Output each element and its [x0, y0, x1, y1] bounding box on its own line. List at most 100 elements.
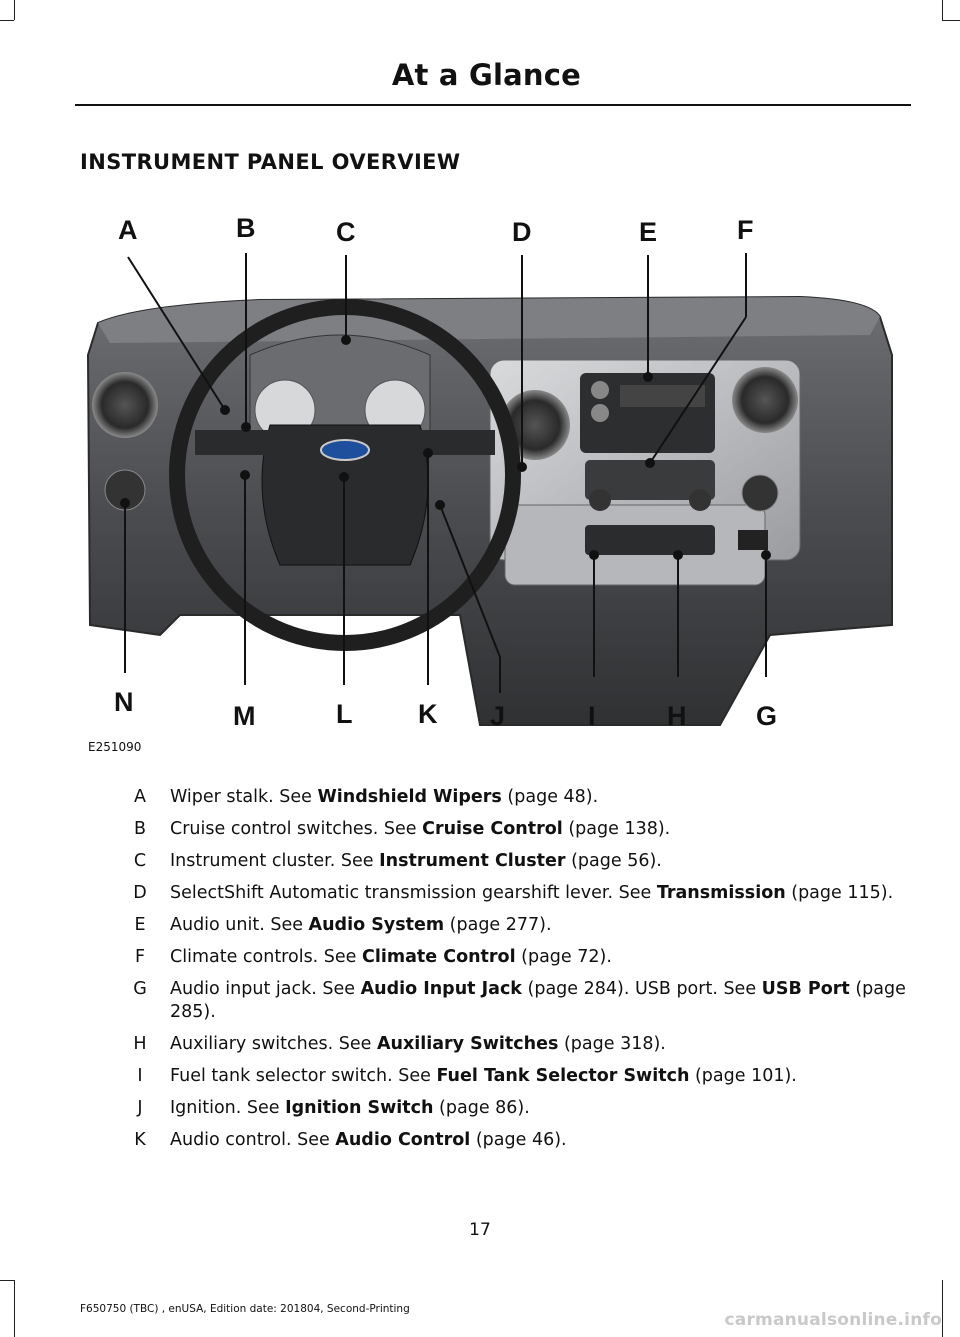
legend-item-e: E Audio unit. See Audio System (page 277)…	[110, 914, 910, 937]
legend-reference-link[interactable]: Audio System	[308, 915, 445, 935]
legend-item-a: A Wiper stalk. See Windshield Wipers (pag…	[110, 786, 910, 809]
legend-item-c: C Instrument cluster. See Instrument Clus…	[110, 850, 910, 873]
legend-text-part: (page 115).	[785, 883, 894, 903]
callout-n: N	[114, 687, 134, 717]
callout-c: C	[336, 217, 356, 247]
legend-text-part: (page 284). USB port. See	[521, 979, 762, 999]
page-number: 17	[469, 1220, 491, 1240]
legend-item-i: I Fuel tank selector switch. See Fuel Tan…	[110, 1065, 910, 1088]
legend-text-part: (page 285).	[170, 979, 906, 1022]
callout-d: D	[512, 217, 532, 247]
legend-item-k: K Audio control. See Audio Control (page …	[110, 1129, 910, 1152]
legend-reference-link[interactable]: Ignition Switch	[285, 1098, 434, 1118]
legend-text: SelectShift Automatic transmission gears…	[170, 882, 910, 905]
legend-key: K	[134, 1130, 146, 1150]
audio-knob-2	[591, 404, 609, 422]
legend-text-part: (page 48).	[501, 787, 599, 807]
legend-text: Climate controls. See Climate Control (p…	[170, 946, 910, 969]
crop-mark-top-right-v	[942, 0, 943, 20]
legend-reference-link[interactable]: Auxiliary Switches	[376, 1034, 559, 1054]
legend-reference-link[interactable]: Windshield Wipers	[317, 787, 502, 807]
legend-text-part: (page 101).	[689, 1066, 797, 1086]
crop-mark-bottom-right-v	[942, 1280, 943, 1337]
legend-reference-link[interactable]: Instrument Cluster	[379, 851, 566, 871]
legend-text-part: (page 277).	[444, 915, 552, 935]
callout-i: I	[588, 701, 596, 731]
crop-mark-top-right-h	[942, 20, 960, 21]
climate-knob-left	[589, 489, 611, 511]
legend-key: A	[134, 787, 146, 807]
legend-text-part: Auxiliary switches. See	[170, 1034, 377, 1054]
legend-reference-link[interactable]: USB Port	[761, 979, 850, 999]
callout-m: M	[233, 701, 256, 731]
switch-bank	[585, 525, 715, 555]
ford-logo	[320, 439, 370, 461]
legend-text: Audio input jack. See Audio Input Jack (…	[170, 978, 910, 1024]
legend-text: Wiper stalk. See Windshield Wipers (page…	[170, 786, 910, 809]
legend-key: E	[134, 915, 146, 935]
section-title: INSTRUMENT PANEL OVERVIEW	[80, 150, 461, 174]
audio-display	[620, 385, 705, 407]
legend-key: H	[133, 1034, 147, 1054]
legend-reference-link[interactable]: Audio Control	[335, 1130, 471, 1150]
legend-text-part: Climate controls. See	[170, 947, 363, 967]
legend-text-part: (page 86).	[433, 1098, 530, 1118]
legend-reference-link[interactable]: Cruise Control	[422, 819, 563, 839]
legend-text-part: Ignition. See	[170, 1098, 286, 1118]
usb-area	[738, 530, 768, 550]
legend-key: I	[137, 1066, 143, 1086]
legend-text-part: (page 72).	[515, 947, 612, 967]
header-rule	[75, 104, 911, 106]
legend-reference-link[interactable]: Transmission	[656, 883, 786, 903]
instrument-panel-illustration: A B C D E F G H I J K L M N	[86, 213, 893, 731]
legend-reference-link[interactable]: Fuel Tank Selector Switch	[436, 1066, 690, 1086]
legend-item-h: H Auxiliary switches. See Auxiliary Switc…	[110, 1033, 910, 1056]
legend-reference-link[interactable]: Climate Control	[362, 947, 516, 967]
legend-text: Ignition. See Ignition Switch (page 86).	[170, 1097, 910, 1120]
legend-item-g: G Audio input jack. See Audio Input Jack …	[110, 978, 910, 1024]
instrument-panel-figure: A B C D E F G H I J K L M N	[80, 205, 920, 740]
legend-text-part: SelectShift Automatic transmission gears…	[170, 883, 657, 903]
legend-text-part: Cruise control switches. See	[170, 819, 423, 839]
callout-j: J	[490, 701, 505, 731]
legend-reference-link[interactable]: Audio Input Jack	[360, 979, 522, 999]
crop-mark-top-left-v	[14, 0, 15, 20]
callout-dots	[120, 335, 771, 560]
left-vent	[92, 372, 158, 438]
crop-mark-top-left-h	[0, 20, 14, 21]
legend-key: J	[137, 1098, 143, 1118]
edition-info: F650750 (TBC) , enUSA, Edition date: 201…	[80, 1303, 410, 1315]
callout-f: F	[737, 215, 754, 245]
right-vent	[732, 367, 798, 433]
legend-text-part: Instrument cluster. See	[170, 851, 380, 871]
climate-panel	[585, 460, 715, 500]
crop-mark-bottom-left-v	[14, 1280, 15, 1337]
legend-key: B	[133, 819, 146, 839]
legend-text: Audio unit. See Audio System (page 277).	[170, 914, 910, 937]
climate-knob-right	[689, 489, 711, 511]
legend-key: D	[133, 883, 147, 903]
legend-text-part: Fuel tank selector switch. See	[170, 1066, 437, 1086]
right-knob	[741, 474, 779, 512]
callout-e: E	[639, 217, 657, 247]
legend-text: Fuel tank selector switch. See Fuel Tank…	[170, 1065, 910, 1088]
legend-text-part: (page 318).	[558, 1034, 666, 1054]
watermark: carmanualsonline.info	[724, 1310, 942, 1330]
legend-text-part: Audio input jack. See	[170, 979, 361, 999]
legend-item-b: B Cruise control switches. See Cruise Con…	[110, 818, 910, 841]
callout-a: A	[118, 215, 138, 245]
legend-text-part: Wiper stalk. See	[170, 787, 318, 807]
legend-text: Audio control. See Audio Control (page 4…	[170, 1129, 910, 1152]
callout-k: K	[418, 699, 438, 729]
legend-key: C	[133, 851, 147, 871]
legend-key: G	[133, 979, 147, 999]
steering-spoke-left	[195, 430, 275, 455]
page-header-title: At a Glance	[391, 58, 581, 92]
crop-mark-bottom-left-h	[0, 1280, 14, 1281]
dashboard-top	[98, 297, 880, 343]
legend-text: Cruise control switches. See Cruise Cont…	[170, 818, 910, 841]
legend-text-part: (page 138).	[562, 819, 671, 839]
legend-text-part: (page 56).	[565, 851, 662, 871]
callout-g: G	[756, 701, 777, 731]
